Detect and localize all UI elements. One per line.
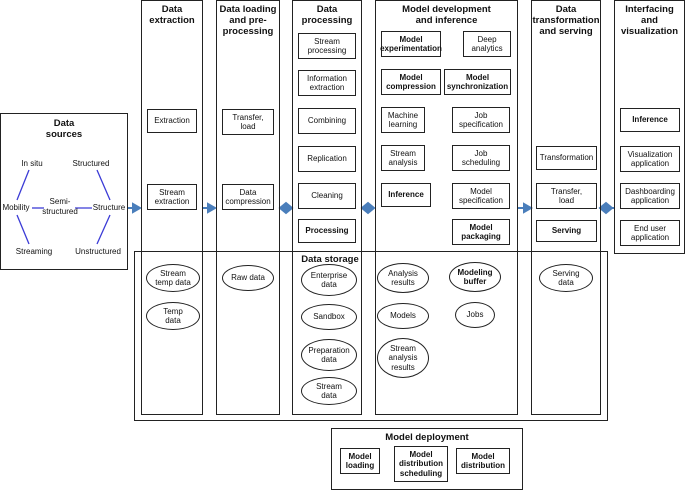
modeling-buffer-store: Modeling buffer [449, 262, 501, 292]
link-mobility-streaming [16, 214, 30, 245]
enterprise-data-store: Enterprise data [301, 264, 357, 296]
data-compression-box: Data compression [222, 184, 274, 210]
stream-data-store: Stream data [301, 377, 357, 405]
model-compression-box: Model compression [381, 69, 441, 95]
arrow-sources-extraction [128, 202, 143, 214]
model-title: Model development and inference [402, 4, 491, 26]
model-loading-box: Model loading [340, 448, 380, 474]
stream-analysis-box: Stream analysis [381, 145, 425, 171]
source-structured: Structured [72, 159, 110, 168]
arrow-model-transform [518, 202, 534, 214]
model-deployment-panel [331, 428, 523, 490]
source-in-situ: In situ [21, 159, 43, 168]
combining-box: Combining [298, 108, 356, 134]
column-extraction [141, 0, 203, 415]
model-inference-box: Inference [381, 183, 431, 207]
processing-box: Processing [298, 219, 356, 243]
arrow-extraction-loading [203, 202, 218, 214]
column-transform [531, 0, 601, 415]
visualization-application-box: Visualization application [620, 146, 680, 172]
model-packaging-box: Model packaging [452, 219, 510, 245]
model-experimentation-box: Model experimentation [380, 31, 442, 57]
transform-title: Data transformation and serving [532, 4, 600, 37]
processing-title: Data processing [301, 4, 353, 26]
serving-box: Serving [536, 220, 597, 242]
loading-title: Data loading and pre- processing [219, 4, 277, 37]
arrow-processing-model [360, 201, 376, 215]
data-sources-title: Data sources [45, 118, 83, 140]
model-synchronization-box: Model synchronization [444, 69, 511, 95]
temp-data-store: Temp data [146, 302, 200, 330]
transformation-box: Transformation [536, 146, 597, 170]
data-storage-band [134, 251, 608, 421]
serving-data-store: Serving data [539, 264, 593, 292]
source-streaming: Streaming [15, 247, 53, 256]
arrow-loading-processing [278, 201, 294, 215]
interface-inference-box: Inference [620, 108, 680, 132]
jobs-store: Jobs [455, 302, 495, 328]
preparation-data-store: Preparation data [301, 339, 357, 371]
model-deployment-title: Model deployment [385, 432, 469, 443]
extraction-title: Data extraction [149, 4, 195, 26]
job-specification-box: Job specification [452, 107, 510, 133]
stream-extraction-box: Stream extraction [147, 184, 197, 210]
stream-processing-box: Stream processing [298, 33, 356, 59]
stream-temp-data-store: Stream temp data [146, 264, 200, 292]
models-store: Models [377, 303, 429, 329]
machine-learning-box: Machine learning [381, 107, 425, 133]
dashboarding-application-box: Dashboarding application [620, 183, 680, 209]
transform-transfer-load-box: Transfer, load [536, 183, 597, 209]
source-structure: Structure [92, 203, 126, 212]
sandbox-store: Sandbox [301, 304, 357, 330]
model-distribution-box: Model distribution [456, 448, 510, 474]
extraction-box: Extraction [147, 109, 197, 133]
arrow-transform-interface [598, 201, 614, 215]
raw-data-store: Raw data [222, 265, 274, 291]
data-sources-panel [0, 113, 128, 270]
link-structure-unstructured [96, 214, 111, 245]
model-specification-box: Model specification [452, 183, 510, 209]
end-user-application-box: End user application [620, 220, 680, 246]
deep-analytics-box: Deep analytics [463, 31, 511, 57]
link-structured-structure [96, 169, 111, 201]
link-insitu-mobility [16, 169, 30, 201]
analysis-results-store: Analysis results [377, 263, 429, 293]
column-processing [292, 0, 362, 415]
model-distribution-scheduling-box: Model distribution scheduling [394, 446, 448, 482]
stream-analysis-results-store: Stream analysis results [377, 338, 429, 378]
replication-box: Replication [298, 146, 356, 172]
transfer-load-box: Transfer, load [222, 109, 274, 135]
data-storage-title: Data storage [301, 254, 359, 265]
interface-title: Interfacing and visualization [620, 4, 678, 37]
cleaning-box: Cleaning [298, 183, 356, 209]
source-unstructured: Unstructured [75, 247, 121, 256]
source-semi-structured: Semi- structured [42, 197, 78, 216]
column-model [375, 0, 518, 415]
column-loading [216, 0, 280, 415]
job-scheduling-box: Job scheduling [452, 145, 510, 171]
information-extraction-box: Information extraction [298, 70, 356, 96]
source-mobility: Mobility [2, 203, 30, 212]
